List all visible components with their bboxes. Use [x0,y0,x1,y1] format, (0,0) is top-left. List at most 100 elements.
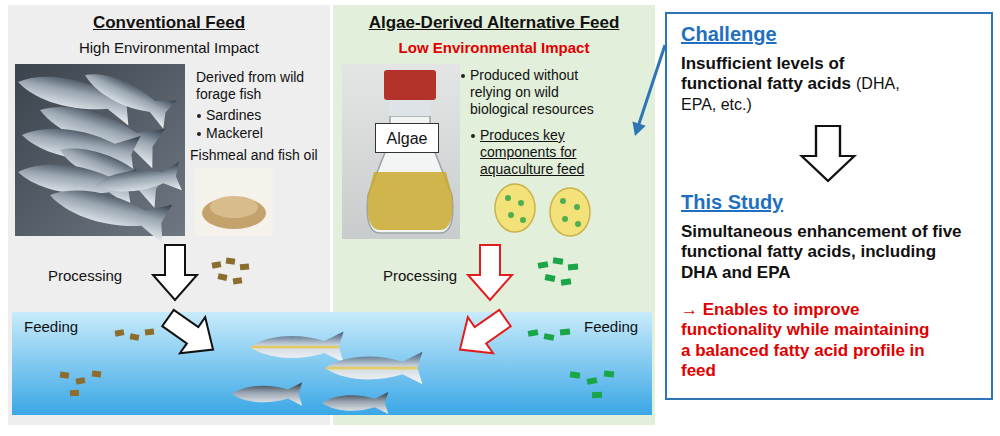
connector-line [638,45,665,126]
bullet-dot [461,74,465,78]
fish-shape [94,162,182,199]
result-text: → Enables to improve functionality while… [681,300,943,382]
pellet [233,277,243,284]
water-band: Feeding Feeding [12,312,652,415]
pellet [226,257,236,264]
bullet-item: Sardines [206,107,326,124]
pellet [592,392,602,399]
algae-cell [495,184,535,232]
flow-arrow [802,126,855,181]
connector-arrow [632,45,665,136]
study-text: Simultaneous enhancement of five functio… [681,222,971,283]
pellet [561,278,572,285]
cell-dot [508,212,514,218]
challenge-text: Insufficient levels of functional fatty … [681,54,851,93]
label-box: Algae [375,123,439,153]
feeding-arrow [447,300,517,368]
feed-pellets [60,328,155,396]
fish-shape [322,392,388,414]
fish-shape [15,153,136,208]
farmed-fish [232,331,423,414]
forage-fish-photo [14,61,185,244]
bullet-dot [197,132,201,136]
flask-neck [389,100,431,116]
step-label: Processing [48,267,158,285]
bullet-dot [197,114,201,118]
pellet [528,329,539,337]
cell-dot [574,204,580,210]
step-label: Processing [383,267,493,285]
fish-shape [250,331,344,362]
pellet [587,377,598,385]
algae-cells [495,184,590,236]
algae-flask-photo [342,64,460,239]
pellet [60,371,70,378]
pellet [538,261,549,269]
pellet [212,261,222,268]
photo-background [195,168,273,236]
pellet [570,371,581,378]
cell-dot [562,216,568,222]
arrow-head [632,121,645,136]
pellet [568,264,578,271]
processing-arrow [153,245,197,300]
photo-label: Algae [376,129,438,148]
pellet [70,390,79,397]
impact-label: Low Environmental Impact [333,39,655,57]
step-label: Feeding [24,318,114,336]
cell-dot [505,195,511,201]
pellet [544,274,555,282]
pellet [145,328,155,335]
fishmeal-photo [195,168,273,236]
feeding-arrow [155,300,225,368]
fish-shape [78,61,176,129]
feed-pellets [528,328,615,398]
algae-cell [550,188,590,236]
pellet [553,257,564,264]
flask-cap [384,70,436,100]
bullet-item: Produces key components for aquaculture … [480,127,632,177]
pellet [115,329,125,336]
pellet [130,333,140,340]
pellet [560,328,571,335]
section-heading: Challenge [681,22,971,46]
pellet [76,377,86,384]
feed-pellets [538,257,579,285]
fishmeal-pile [202,197,266,229]
flask-glass [367,116,453,233]
product-text: Fishmeal and fish oil [190,147,335,164]
study-box: ChallengeInsufficient levels of function… [665,12,993,400]
pellet [544,333,555,341]
bullet-item: Produced without relying on wild biologi… [470,67,620,117]
feed-pellets [212,257,250,284]
bullet-item: Mackerel [206,125,326,142]
algae-culture [368,172,453,230]
processing-arrow [468,245,512,300]
pellet [217,273,227,281]
photo-background [15,64,185,236]
step-label: Feeding [584,318,650,336]
text-group: Insufficient levels of functional fatty … [681,54,903,114]
fish-shape [19,116,141,175]
cell-dot [518,200,524,206]
fish-shape [53,133,168,208]
panel-title: Algae-Derived Alternative Feed [333,13,655,33]
panel-title: Conventional Feed [8,13,330,33]
section-heading: This Study [681,190,971,214]
fish-shape [45,175,172,243]
cell-dot [575,221,581,227]
fish-shape [325,352,423,385]
cell-dot [520,217,526,223]
pellet [604,370,615,377]
pellet [92,371,102,378]
bullet-dot [471,134,475,138]
fish-shape [34,90,166,168]
impact-label: High Environmental Impact [8,39,330,57]
fish-shape [14,63,137,125]
highlight-bullet: Produces key components for aquaculture … [470,127,635,167]
source-text: Derived from wild forage fish [196,69,326,103]
photo-background [342,64,460,239]
